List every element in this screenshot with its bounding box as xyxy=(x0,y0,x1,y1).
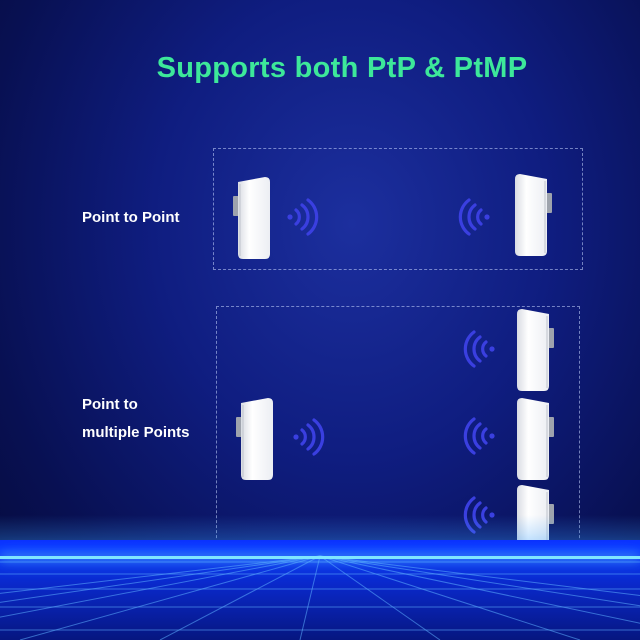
outdoor-cpe-icon xyxy=(514,173,552,257)
outdoor-cpe-icon xyxy=(236,397,274,481)
page-title: Supports both PtP & PtMP xyxy=(0,52,640,92)
ptmp-label-line2: multiple Points xyxy=(82,419,190,447)
ptp-label: Point to Point xyxy=(82,204,179,232)
signal-waves-left-icon xyxy=(457,197,491,237)
horizon-line xyxy=(0,556,640,559)
signal-waves-right-icon xyxy=(286,197,320,237)
signal-waves-left-icon xyxy=(462,416,496,456)
grid-floor xyxy=(0,540,640,640)
outdoor-cpe-icon xyxy=(516,397,554,481)
outdoor-cpe-icon xyxy=(516,308,554,392)
outdoor-cpe-icon xyxy=(233,176,271,260)
grid-lines xyxy=(0,540,640,640)
signal-waves-left-icon xyxy=(462,329,496,369)
ptmp-label-line1: Point to xyxy=(82,391,138,419)
signal-waves-right-icon xyxy=(292,417,326,457)
